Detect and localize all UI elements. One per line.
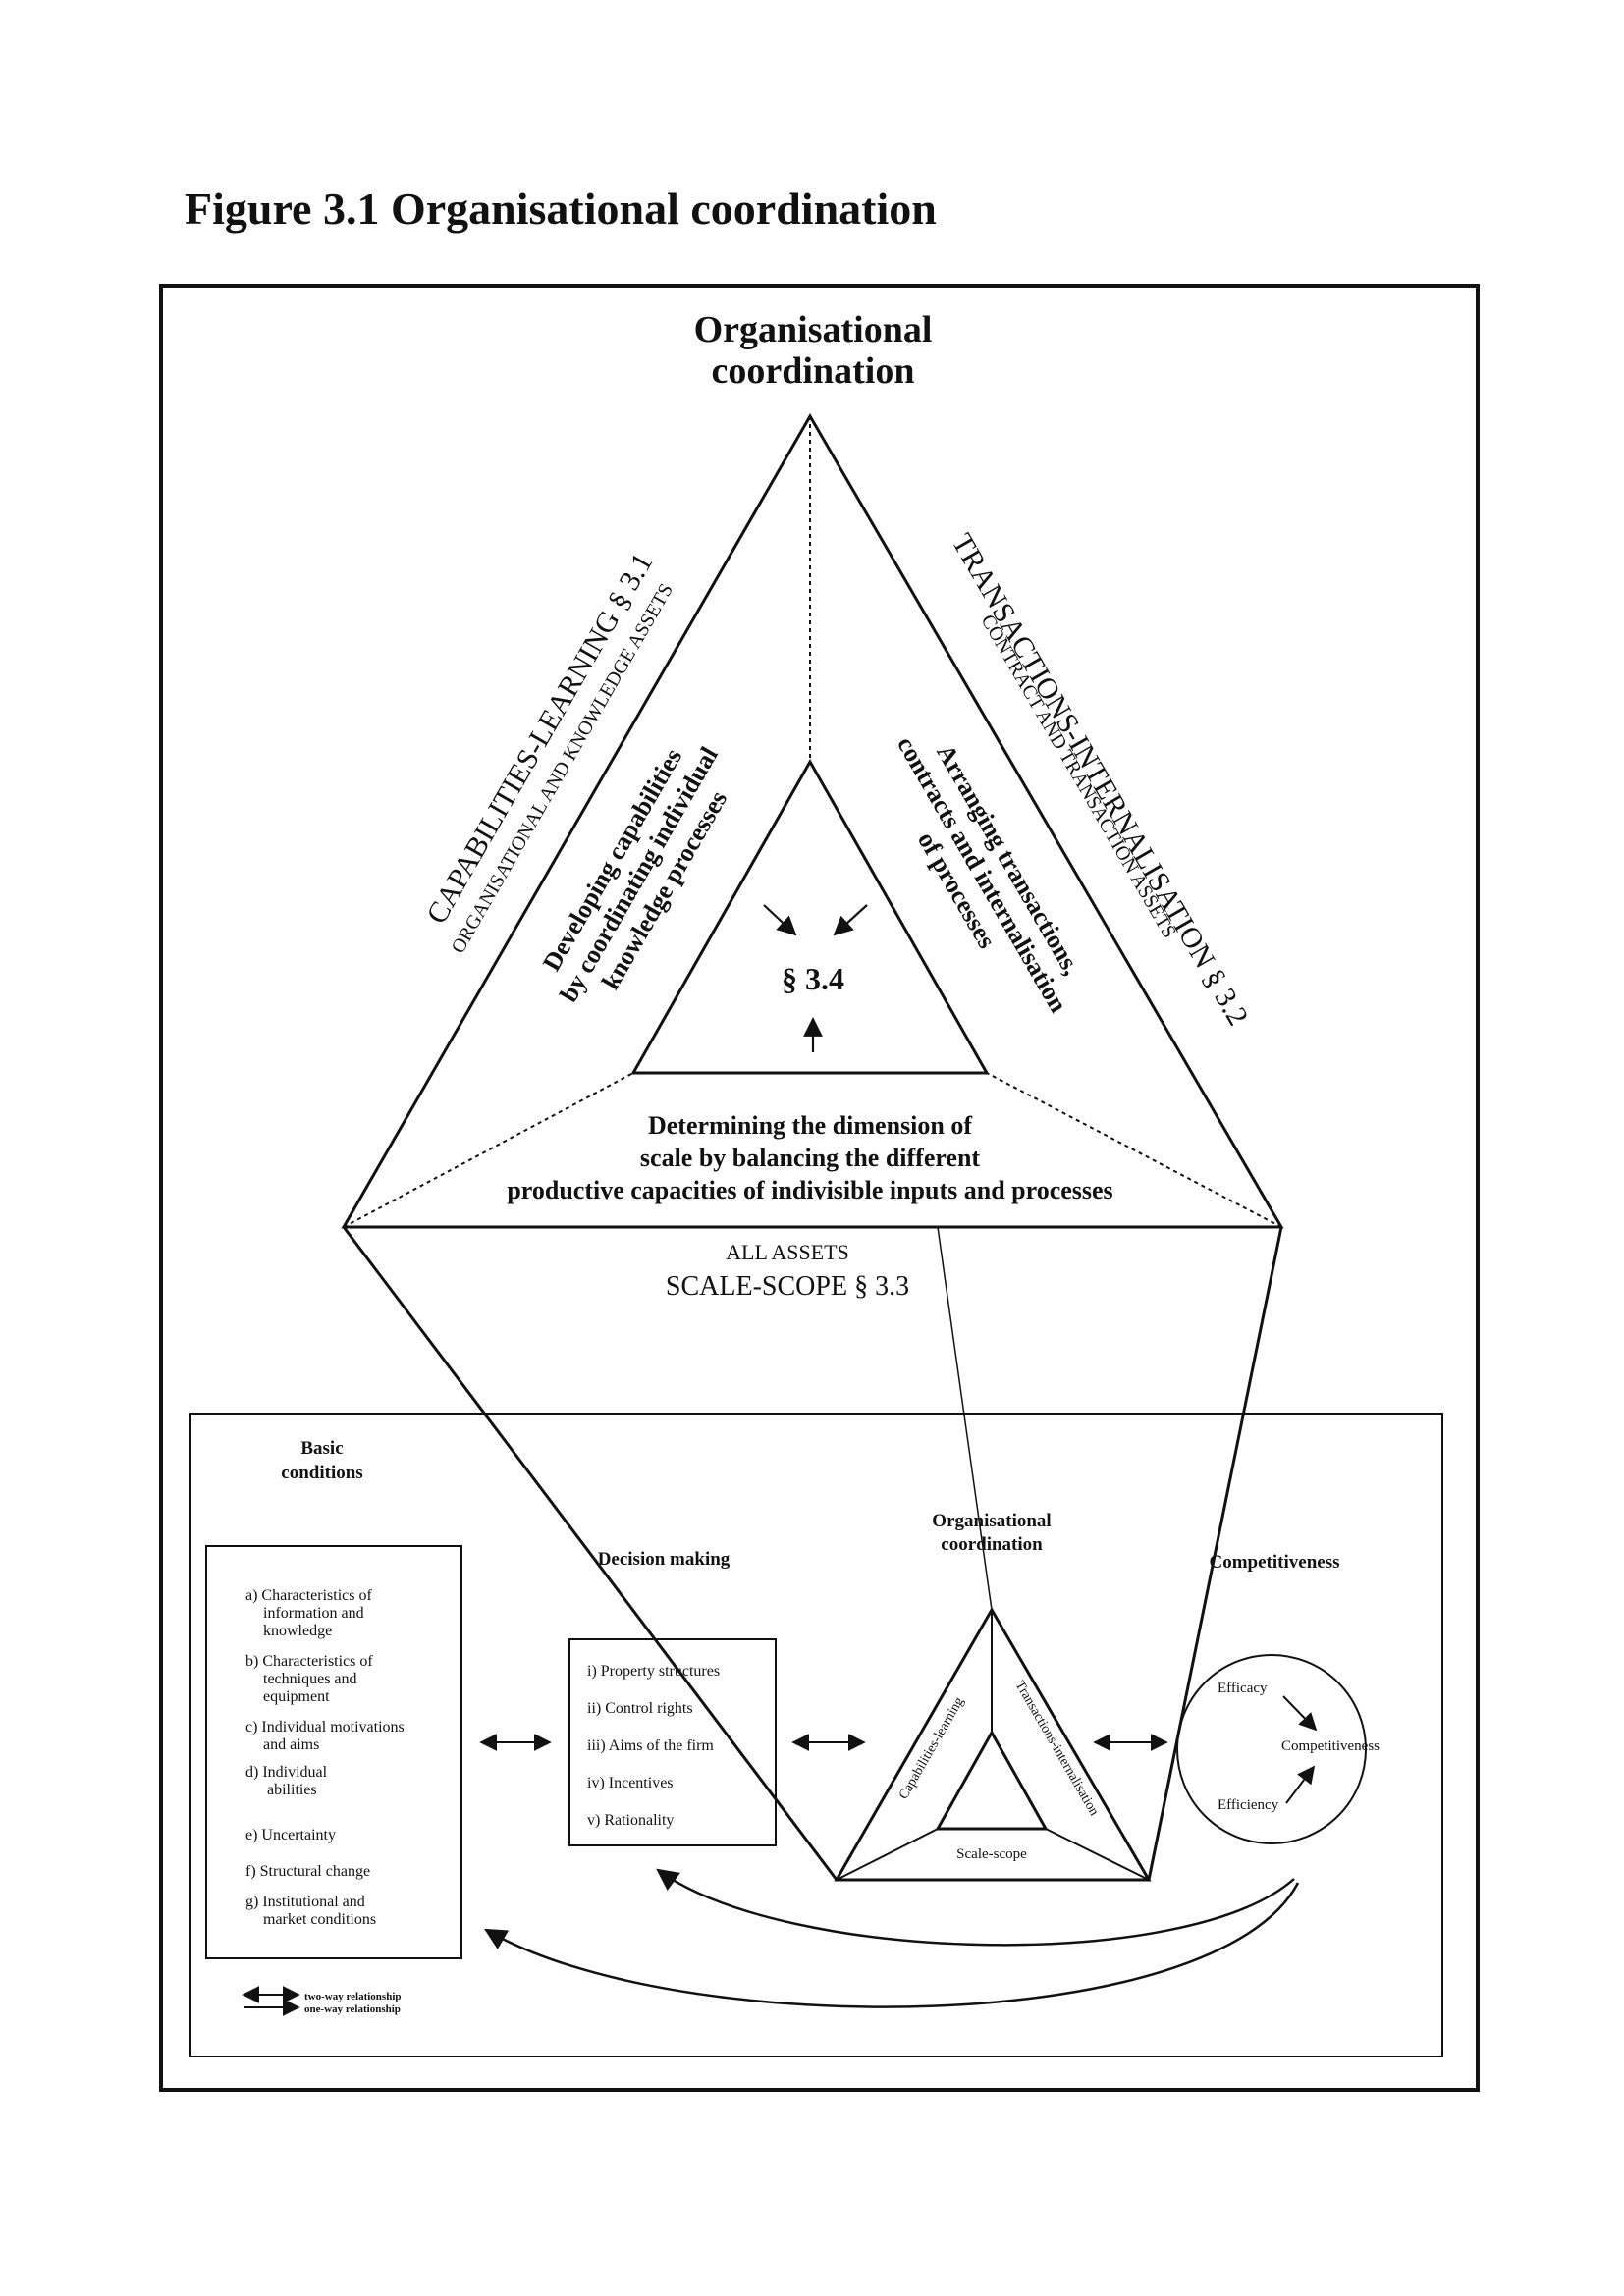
decision-item-5: v) Rationality bbox=[587, 1812, 674, 1829]
basic-item-b1: b) Characteristics of bbox=[245, 1653, 373, 1670]
legend-one-way: one-way relationship bbox=[304, 2003, 401, 2015]
small-bottom-label: Scale-scope bbox=[956, 1846, 1027, 1862]
basic-item-a3: knowledge bbox=[263, 1623, 332, 1639]
decision-list: i) Property structures ii) Control right… bbox=[587, 1663, 720, 1829]
small-triangle bbox=[834, 1607, 1152, 1882]
basic-item-e: e) Uncertainty bbox=[245, 1827, 336, 1843]
left-inner-line2: by coordinating individual bbox=[554, 742, 723, 1007]
efficacy-label: Efficacy bbox=[1218, 1681, 1268, 1696]
org-title-line2: coordination bbox=[941, 1534, 1043, 1555]
small-left-label: Capabilities-learning bbox=[896, 1695, 967, 1802]
basic-item-g1: g) Institutional and bbox=[245, 1894, 365, 1910]
main-triangle bbox=[341, 413, 1284, 1229]
basic-item-f: f) Structural change bbox=[245, 1863, 370, 1880]
basic-conditions-box bbox=[205, 1545, 462, 1959]
feedback-arrows bbox=[484, 1868, 1300, 2008]
outer-frame bbox=[159, 284, 1480, 2092]
all-assets-label: ALL ASSETS bbox=[726, 1240, 849, 1264]
basic-item-b2: techniques and bbox=[263, 1671, 357, 1687]
top-title-line2: coordination bbox=[712, 350, 915, 392]
basic-item-d2: abilities bbox=[267, 1782, 317, 1798]
right-side-title: TRANSACTIONS-INTERNALISATION § 3.2 bbox=[946, 528, 1255, 1031]
competitiveness-title: Competitiveness bbox=[1210, 1552, 1340, 1573]
efficiency-label: Efficiency bbox=[1218, 1797, 1279, 1813]
basic-item-c1: c) Individual motivations bbox=[245, 1719, 405, 1735]
scale-scope-title: SCALE-SCOPE § 3.3 bbox=[666, 1271, 909, 1302]
bottom-inner-line1: Determining the dimension of bbox=[648, 1111, 972, 1140]
figure-title: Figure 3.1 Organisational coordination bbox=[185, 184, 937, 234]
zoom-lines bbox=[342, 1226, 1283, 1881]
basic-item-d1: d) Individual bbox=[245, 1764, 328, 1781]
basic-item-a1: a) Characteristics of bbox=[245, 1587, 373, 1604]
bottom-inner-line3: productive capacities of indivisible inp… bbox=[507, 1176, 1112, 1204]
decision-title: Decision making bbox=[598, 1549, 731, 1570]
competitiveness-circle bbox=[1176, 1654, 1367, 1844]
decision-item-3: iii) Aims of the firm bbox=[587, 1737, 714, 1754]
center-section-label: § 3.4 bbox=[782, 961, 844, 996]
basic-conditions-list: a) Characteristics of information and kn… bbox=[245, 1587, 405, 1928]
top-title-line1: Organisational bbox=[694, 309, 933, 350]
competitiveness-arrows bbox=[1282, 1695, 1318, 1804]
org-title-line1: Organisational bbox=[932, 1511, 1051, 1531]
decision-item-2: ii) Control rights bbox=[587, 1700, 693, 1717]
center-arrows bbox=[763, 904, 868, 1052]
decision-item-4: iv) Incentives bbox=[587, 1775, 674, 1791]
lower-frame bbox=[189, 1413, 1443, 2057]
small-right-label: Transactions-internalisation bbox=[1012, 1679, 1102, 1818]
basic-item-a2: information and bbox=[263, 1605, 364, 1622]
basic-title-line2: conditions bbox=[281, 1463, 362, 1483]
legend-two-way: two-way relationship bbox=[304, 1991, 402, 2002]
bottom-inner-line2: scale by balancing the different bbox=[640, 1144, 981, 1172]
basic-title-line1: Basic bbox=[300, 1438, 343, 1459]
basic-item-c2: and aims bbox=[263, 1736, 319, 1753]
decision-making-box bbox=[568, 1638, 777, 1846]
decision-item-1: i) Property structures bbox=[587, 1663, 720, 1680]
basic-item-b3: equipment bbox=[263, 1688, 330, 1705]
legend bbox=[242, 1986, 300, 2016]
right-inner-line2: contracts and internalisation bbox=[892, 731, 1073, 1017]
competitiveness-center-label: Competitiveness bbox=[1281, 1738, 1380, 1754]
basic-item-g2: market conditions bbox=[263, 1911, 376, 1928]
